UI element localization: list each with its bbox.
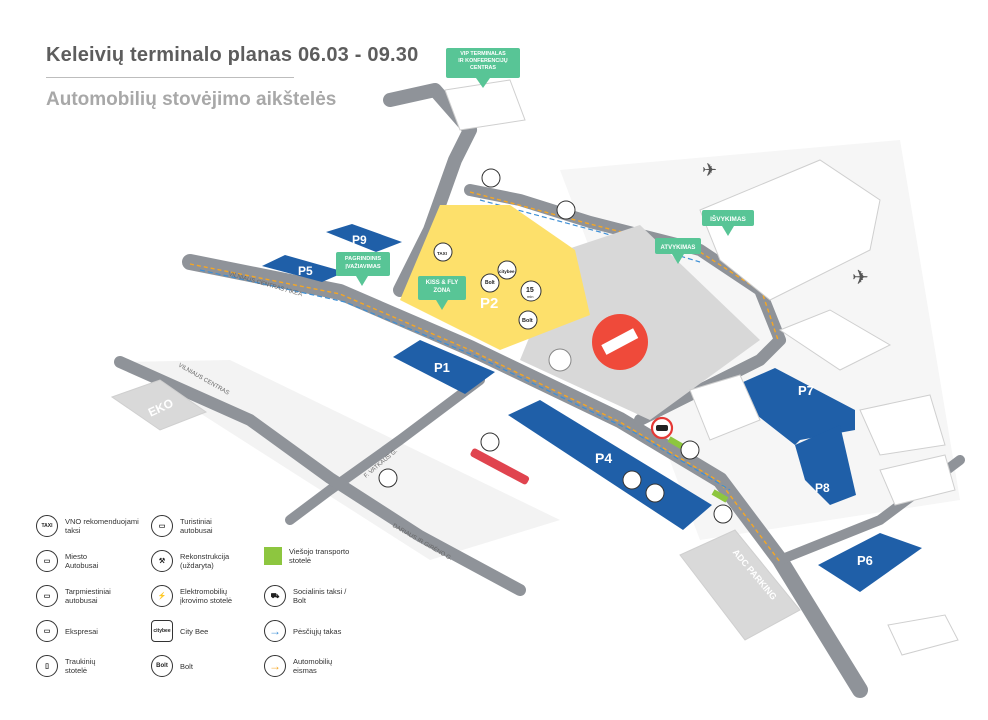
pedestrian-route: [199, 269, 731, 491]
train-icon: ▯: [36, 655, 58, 677]
express-bus-icon: ▭: [36, 620, 58, 642]
parking-p7: [725, 368, 855, 445]
road-vatkaus: [285, 375, 485, 525]
callout-atvykimas: [655, 238, 701, 264]
ev-charging-icon: [645, 483, 665, 503]
public-transport-square: [264, 547, 282, 565]
callout-atvykimas-label: ATVYKIMAS: [661, 245, 696, 251]
callout-isvykimas-label: IŠVYKIMAS: [710, 214, 746, 223]
building-east-2: [859, 394, 946, 456]
legend-item-bolt: Bolt Bolt: [151, 655, 193, 677]
train: [470, 448, 530, 485]
road-vilniaus-centras: [114, 356, 526, 596]
car-traffic-route: [189, 263, 781, 563]
parking-label-p6: P6: [857, 553, 873, 568]
legend-item-public-transport: Viešojo transporto stotelė: [264, 547, 349, 565]
vip-terminal-building: [444, 79, 526, 131]
ev-charging-icon: ⚡: [151, 585, 173, 607]
bolt-icon: Bolt: [151, 655, 173, 677]
parking-label-p4: P4: [595, 450, 612, 466]
legend-item-taxi: TAXI VNO rekomenduojami taksi: [36, 515, 139, 537]
citybee-icon: citybee: [151, 620, 173, 642]
bolt-icon: [518, 310, 538, 330]
road-north: [383, 83, 477, 297]
no-car-sign-car: [656, 425, 668, 431]
fifteen-min-unit: min: [527, 294, 533, 299]
map-legend: TAXI VNO rekomenduojami taksi ▭ Miesto A…: [36, 515, 396, 705]
parking-p9: [326, 224, 402, 252]
bus-stop-icon-3: [480, 432, 500, 452]
callout-pagrindinis: [336, 252, 390, 286]
callout-isvykimas: [702, 210, 754, 236]
reconstruction-icon: ⚒: [151, 550, 173, 572]
legend-item-citybee: citybee City Bee: [151, 620, 208, 642]
legend-item-express-bus: ▭ Ekspresai: [36, 620, 98, 642]
page-subtitle: Automobilių stovėjimo aikštelės: [46, 89, 337, 110]
fifteen-min-icon: [520, 280, 542, 302]
car-traffic-arrow-icon: →: [264, 655, 286, 677]
closed-sign-bar: [601, 328, 639, 355]
building-south: [887, 614, 959, 656]
reconstruction-icon: [548, 348, 572, 372]
bolt-glyph: Bolt: [522, 318, 533, 324]
legend-item-reconstruction: ⚒ Rekonstrukcija (uždaryta): [151, 550, 229, 572]
pedestrian-arrow-icon: →: [264, 620, 286, 642]
bus-stop-icon-2: [556, 200, 576, 220]
taxi-icon: TAXI: [36, 515, 58, 537]
bolt-drive-glyph: Bolt: [485, 280, 495, 286]
public-transport-stop-2: [711, 489, 729, 503]
social-taxi-icon: [622, 470, 642, 490]
callout-kiss-fly: [418, 276, 466, 310]
parking-p8: [795, 425, 856, 505]
legend-item-ev-charging: ⚡ Elektromobilių įkrovimo stotelė: [151, 585, 232, 607]
legend-item-tourist-bus: ▭ Turistiniai autobusai: [151, 515, 213, 537]
parking-label-p5: P5: [298, 264, 313, 278]
building-east-4: [879, 454, 956, 506]
callout-pagrindinis-label: PAGRINDINIS ĮVAŽIAVIMAS: [344, 256, 382, 270]
legend-item-train: ▯ Traukinių stotelė: [36, 655, 96, 677]
legend-item-city-bus: ▭ Miesto Autobusai: [36, 550, 98, 572]
social-taxi-icon: ⛟: [264, 585, 286, 607]
legend-item-car-traffic: → Automobilių eismas: [264, 655, 332, 677]
buildings: [110, 79, 959, 656]
fifteen-min-value: 15: [526, 287, 534, 294]
building-east-3: [689, 374, 761, 441]
legend-item-intercity-bus: ▭ Tarpmiestiniai autobusai: [36, 585, 111, 607]
legend-item-pedestrian: → Pėsčiųjų takas: [264, 620, 341, 642]
page-title: Keleivių terminalo planas 06.03 - 09.30: [46, 44, 419, 66]
citybee-icon: [497, 260, 517, 280]
parking-label-p2: P2: [480, 295, 498, 312]
building-east-1: [778, 309, 892, 371]
citybee-glyph: citybee: [499, 269, 515, 274]
parking-p1: [393, 340, 495, 394]
city-bus-icon: ▭: [36, 550, 58, 572]
legend-item-social-taxi: ⛟ Socialinis taksi / Bolt: [264, 585, 346, 607]
bus-stop-icon-4: [378, 468, 398, 488]
callout-kiss-fly-label: KISS & FLY ZONA: [425, 280, 459, 294]
parking-label-p9: P9: [352, 233, 367, 247]
taxi-glyph: TAXI: [437, 251, 447, 256]
bolt-drive-icon: [480, 273, 500, 293]
plane-icon-2: ✈: [852, 267, 869, 289]
public-transport-stop-1: [667, 436, 685, 450]
callout-vip-label: VIP TERMINALAS IR KONFERENCIJŲ CENTRAS: [446, 51, 520, 72]
parking-p5: [262, 255, 345, 282]
parking-label-p8: P8: [815, 481, 830, 495]
terminal-building: [699, 159, 881, 301]
bus-stop-icon-5: [680, 440, 700, 460]
parking-label-p7: P7: [798, 383, 814, 398]
plane-icon-1: ✈: [702, 160, 717, 180]
title-divider: [46, 77, 294, 78]
bus-stop-icon-1: [481, 168, 501, 188]
traffic-lines: [189, 191, 781, 563]
tourist-bus-icon: ▭: [151, 515, 173, 537]
adc-parking-building: [679, 529, 801, 641]
bus-stop-icon-6: [713, 504, 733, 524]
parking-label-p1: P1: [434, 360, 450, 375]
intercity-bus-icon: ▭: [36, 585, 58, 607]
parking-p6: [818, 533, 922, 592]
eko-building: [110, 379, 208, 431]
taxi-icon: [433, 242, 453, 262]
